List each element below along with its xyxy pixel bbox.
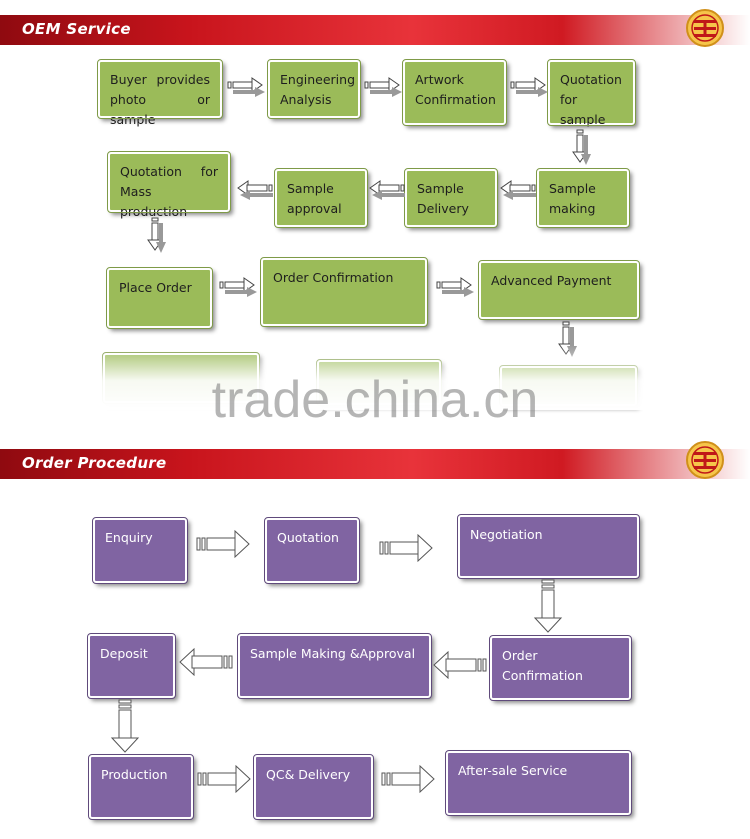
order-step-qc-delivery-label: QC& Delivery [266,767,351,782]
oem-step-sample-making-label: Sample making [549,181,596,216]
oem-step-sample-approval: Sample approval [274,168,368,228]
oem-step-place-order-label: Place Order [119,280,192,295]
oem-section-fade [0,345,750,410]
company-logo-icon [686,9,724,47]
oem-section-banner: OEM Service [0,15,750,45]
order-step-qc-delivery: QC& Delivery [253,754,374,820]
order-step-production: Production [88,754,194,820]
oem-step-engineering-label: Engineering Analysis [280,72,355,107]
oem-step-artwork-label: Artwork Confirmation [415,72,496,107]
oem-step-engineering: Engineering Analysis [267,59,361,119]
order-step-enquiry: Enquiry [92,517,188,584]
order-arrow-4-left-icon [433,651,487,679]
order-step-negotiation: Negotiation [457,514,640,579]
oem-step-advanced-payment-label: Advanced Payment [491,273,612,288]
order-arrow-5-left-icon [179,648,233,676]
oem-step-sample-approval-label: Sample approval [287,181,342,216]
oem-step-buyer: Buyer provides photo or sample [97,59,223,127]
oem-step-quotation-mass-label: Quotation for Mass production [120,164,218,219]
order-arrow-6-down-icon [111,699,139,753]
oem-step-quotation-sample: Quotation for sample [547,59,636,127]
order-step-order-confirmation: Order Confirmation [489,635,632,701]
order-step-quotation: Quotation [264,517,360,584]
order-section-banner: Order Procedure [0,449,750,479]
oem-section-title: OEM Service [22,20,131,38]
order-step-sample-making-approval-label: Sample Making &Approval [250,646,416,661]
oem-step-order-confirmation-label: Order Confirmation [273,270,394,285]
oem-step-artwork: Artwork Confirmation [402,59,507,126]
order-step-sample-making-approval: Sample Making &Approval [237,633,432,699]
order-step-after-sale-label: After-sale Service [458,763,568,778]
order-arrow-1-right-icon [196,530,250,558]
order-arrow-7-right-icon [197,765,251,793]
order-arrow-8-right-icon [381,765,435,793]
oem-step-quotation-sample-label: Quotation for sample [560,72,622,127]
order-step-quotation-label: Quotation [277,530,339,545]
order-step-after-sale: After-sale Service [445,750,632,816]
oem-step-place-order: Place Order [106,267,213,329]
order-arrow-2-right-icon [379,534,433,562]
oem-step-quotation-mass: Quotation for Mass production [107,151,231,219]
order-step-order-confirmation-label: Order Confirmation [502,648,583,683]
oem-step-sample-making: Sample making [536,168,630,228]
watermark-text: trade.china.cn [211,371,539,429]
order-step-production-label: Production [101,767,168,782]
order-step-deposit: Deposit [87,633,176,699]
oem-step-order-confirmation: Order Confirmation [260,257,428,327]
order-step-negotiation-label: Negotiation [470,527,543,542]
order-arrow-3-down-icon [534,579,562,633]
oem-step-sample-delivery: Sample Delivery [404,168,498,228]
order-step-enquiry-label: Enquiry [105,530,153,545]
order-section-title: Order Procedure [22,454,167,472]
oem-step-sample-delivery-label: Sample Delivery [417,181,469,216]
order-step-deposit-label: Deposit [100,646,148,661]
oem-step-buyer-label: Buyer provides photo or sample [110,72,210,127]
oem-step-advanced-payment: Advanced Payment [478,260,640,320]
company-logo-icon-2 [686,441,724,479]
